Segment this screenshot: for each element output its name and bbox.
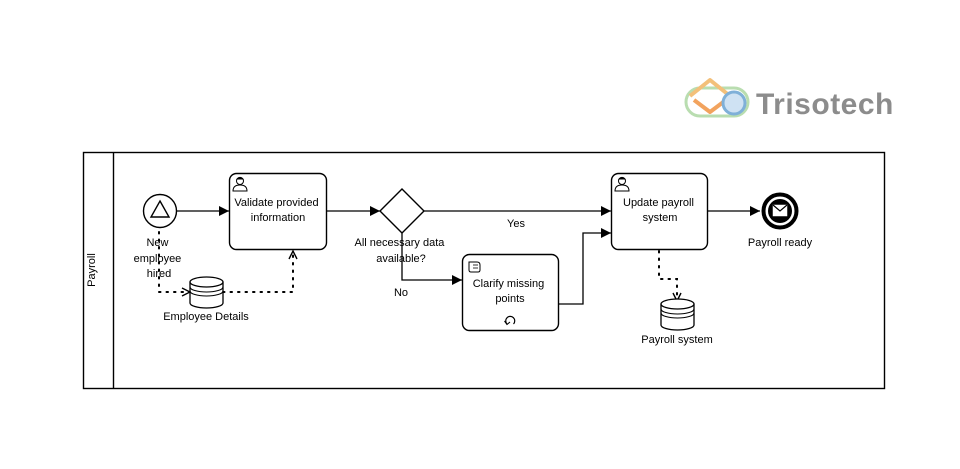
end-event-label: Payroll ready (748, 237, 813, 249)
data-store-employee-details-label: Employee Details (163, 311, 249, 323)
flow-gateway-no (401, 232, 462, 285)
task-clarify-missing-points[interactable]: Clarify missing points (461, 253, 560, 332)
task-validate-label: Validate provided information (234, 197, 321, 224)
envelope-icon (772, 204, 788, 217)
hand-icon (468, 261, 481, 273)
association-employee-details-to-validate (222, 250, 293, 293)
task-update-payroll-system[interactable]: Update payroll system (610, 172, 709, 251)
pool: Payroll (82, 151, 886, 390)
loop-marker-icon (504, 315, 516, 326)
flow-label-no: No (394, 287, 408, 299)
signal-triangle-icon (149, 199, 171, 218)
data-store-employee-details[interactable]: Employee Details (163, 276, 249, 323)
lane-label: Payroll (86, 253, 98, 287)
task-validate-provided-information[interactable]: Validate provided information (228, 172, 328, 251)
data-associations (158, 231, 677, 302)
trisotech-logo: Trisotech (684, 78, 894, 121)
gateway-label: All necessary data available? (355, 237, 448, 265)
start-event-label: New employee hired (134, 237, 185, 280)
data-store-payroll-system-label: Payroll system (641, 334, 713, 346)
task-clarify-label: Clarify missing points (473, 278, 548, 305)
flow-label-yes: Yes (507, 218, 525, 230)
start-event[interactable]: New employee hired (134, 193, 185, 281)
trisotech-logo-icon (684, 78, 750, 118)
sequence-flows (177, 206, 760, 305)
data-store-payroll-system[interactable]: Payroll system (641, 298, 713, 346)
association-update-to-payroll-system (658, 250, 677, 302)
task-update-label: Update payroll system (623, 197, 697, 224)
association-start-to-employee-details (158, 231, 191, 292)
flow-clarify-to-update (558, 228, 611, 305)
brand-name: Trisotech (756, 88, 894, 121)
user-icon (232, 176, 248, 192)
end-event[interactable]: Payroll ready (748, 192, 813, 250)
user-icon (614, 176, 630, 192)
exclusive-gateway[interactable]: All necessary data available? (355, 188, 448, 265)
